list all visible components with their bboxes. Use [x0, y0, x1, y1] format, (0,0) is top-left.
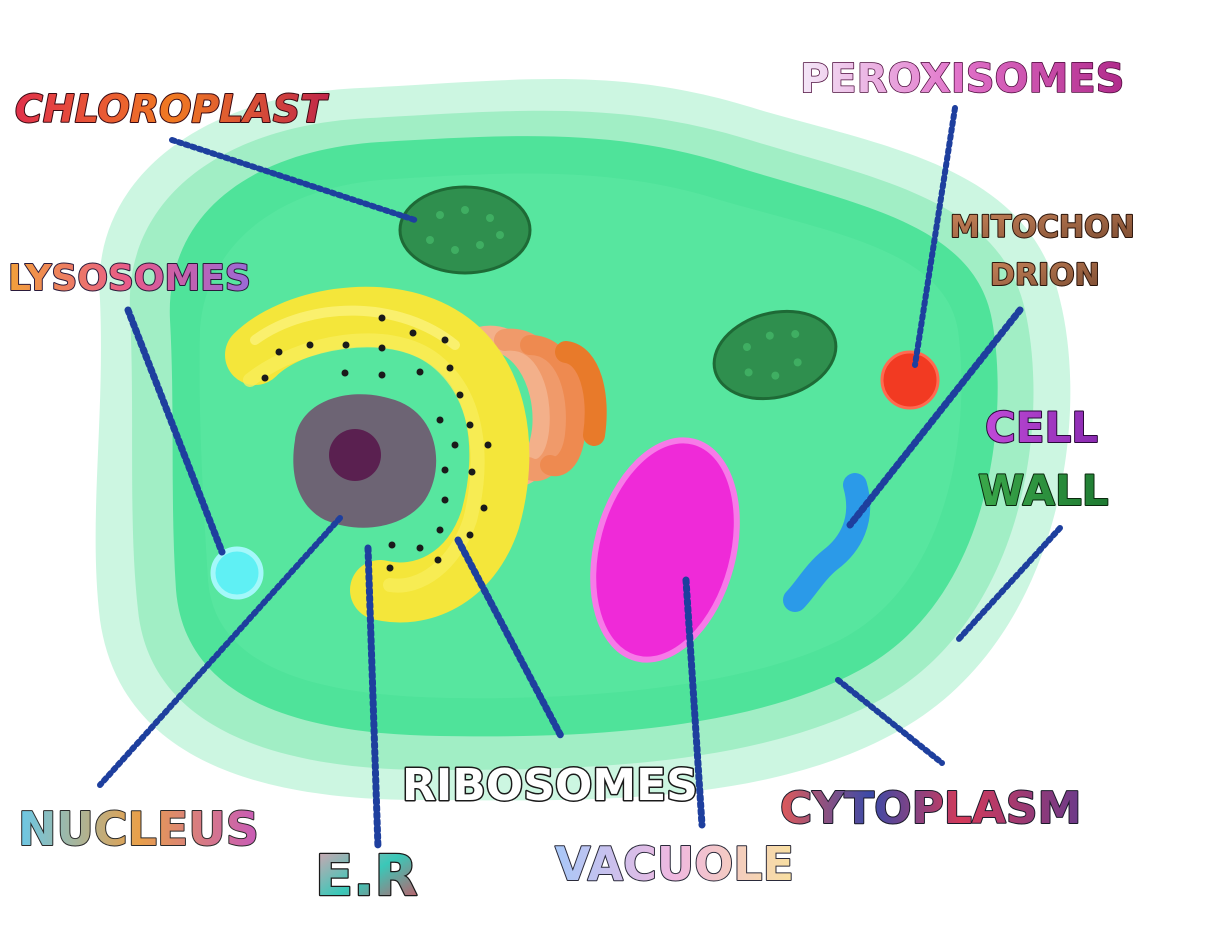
- label-nucleus: NUCLEUS: [18, 802, 259, 856]
- label-ribosomes: RIBOSOMES: [402, 760, 698, 811]
- label-cell-wall-line2: WALL: [978, 466, 1108, 515]
- lysosome: [210, 546, 264, 600]
- chloroplast-pointer: [169, 137, 418, 223]
- endoplasmic-reticulum: [225, 286, 530, 623]
- cytoplasm-pointer: [835, 677, 945, 766]
- er-pointer: [364, 544, 382, 852]
- cell-wall-pointer: [955, 525, 1063, 643]
- ribosomes-pointer: [454, 536, 566, 742]
- vacuole-pointer: [682, 576, 706, 829]
- label-chloroplast: CHLOROPLAST: [15, 87, 329, 131]
- peroxisomes-pointer: [912, 105, 958, 368]
- label-er: E.R: [315, 844, 418, 909]
- ribosome-dots: [261, 314, 492, 572]
- nucleus-pointer: [97, 515, 343, 788]
- lysosomes-pointer: [124, 306, 226, 556]
- pointer-lines: [97, 105, 1063, 852]
- label-vacuole: VACUOLE: [555, 837, 794, 891]
- chloroplast-right: [712, 309, 838, 401]
- mitochondrion-pointer: [846, 306, 1024, 529]
- label-lysosomes: LYSOSOMES: [8, 258, 251, 299]
- chloroplast-top: [398, 185, 532, 275]
- label-mitochondrion-line1: MITOCHON: [950, 210, 1135, 245]
- nucleolus: [329, 429, 381, 481]
- peroxisome: [880, 350, 940, 410]
- label-cytoplasm: CYTOPLASM: [780, 783, 1081, 834]
- vacuole: [590, 437, 740, 663]
- label-peroxisomes: PEROXISOMES: [800, 56, 1125, 102]
- label-cell-wall-line1: CELL: [985, 403, 1098, 452]
- label-mitochondrion-line2: DRION: [990, 258, 1100, 293]
- nucleus: [293, 394, 437, 528]
